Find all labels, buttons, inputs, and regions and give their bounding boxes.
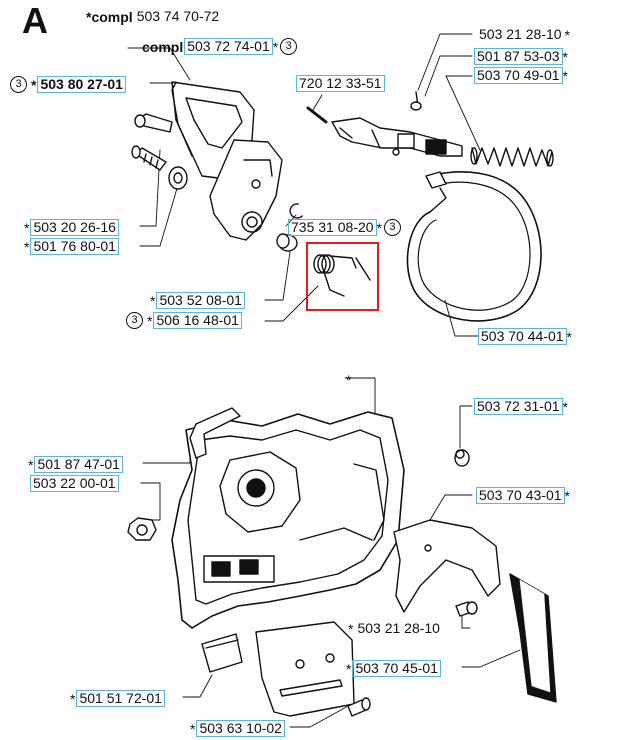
callout-label: compl 503 72 74-01 * 3 — [142, 38, 298, 55]
bushing — [276, 233, 298, 252]
note-3-icon: 3 — [126, 312, 143, 329]
part-number[interactable]: 503 22 00-01 — [30, 475, 119, 492]
callout-label: * 503 63 10-02 — [190, 720, 285, 737]
coil-spring — [470, 147, 554, 167]
part-number[interactable]: 503 70 44-01 — [478, 328, 567, 345]
cover-screw-top — [454, 449, 470, 467]
brake-lever — [331, 117, 463, 157]
callout-label: * 503 20 26-16 — [24, 219, 119, 236]
callout-label: 503 21 28-10 * — [476, 26, 570, 43]
part-number[interactable]: 503 21 28-10 — [479, 26, 562, 42]
part-number[interactable]: 503 20 26-16 — [30, 219, 119, 236]
callout-label: * 501 87 47-01 — [28, 456, 123, 473]
callout-label: 503 70 44-01 * — [478, 328, 572, 345]
callout-label: * 501 76 80-01 — [24, 238, 119, 255]
note-3-icon: 3 — [280, 38, 298, 55]
part-number[interactable]: 503 70 43-01 — [476, 487, 565, 504]
callout-label: 503 70 43-01 * — [476, 487, 570, 504]
cover-plate-right — [393, 519, 501, 613]
part-number[interactable]: 501 51 72-01 — [76, 690, 165, 707]
callout-label: 735 31 08-20 * 3 — [288, 219, 401, 236]
chain-guide-plate — [509, 573, 557, 703]
note-3-icon: 3 — [10, 76, 27, 93]
part-number[interactable]: 503 70 49-01 — [474, 67, 563, 84]
bolt-2 — [131, 145, 167, 171]
note-3-icon: 3 — [383, 219, 401, 236]
screw-small — [410, 91, 422, 111]
part-number[interactable]: 501 87 47-01 — [34, 456, 123, 473]
part-number[interactable]: 503 52 08-01 — [156, 292, 245, 309]
part-number[interactable]: 501 87 53-03 — [474, 48, 563, 65]
part-number[interactable]: 503 63 10-02 — [196, 720, 285, 737]
callout-label: * 503 21 28-10 — [348, 620, 443, 637]
part-number[interactable]: 503 72 74-01 — [184, 38, 273, 55]
rubber-block — [201, 633, 243, 673]
part-number[interactable]: 503 74 70-72 — [136, 8, 220, 24]
part-number[interactable]: 503 72 31-01 — [474, 398, 563, 415]
pin — [306, 106, 328, 124]
plate-screw — [347, 697, 371, 717]
brake-band — [406, 171, 542, 322]
clutch-cover — [171, 411, 405, 629]
callout-label: * 503 52 08-01 — [150, 292, 245, 309]
callout-label: 503 72 31-01 * — [474, 398, 568, 415]
spring-highlighted — [313, 254, 371, 297]
bar-plate — [255, 621, 355, 717]
chain-catcher-bracket — [189, 407, 241, 459]
bolt-1 — [134, 113, 173, 133]
brake-handle — [171, 81, 283, 241]
callout-label: * 501 51 72-01 — [70, 690, 165, 707]
circlip — [289, 203, 303, 219]
washer-nut — [168, 166, 188, 190]
part-number[interactable]: 506 16 48-01 — [153, 312, 242, 329]
part-number[interactable]: 501 76 80-01 — [30, 238, 119, 255]
callout-label: 503 70 49-01 * — [474, 67, 568, 84]
section-letter: A — [22, 0, 48, 41]
callout-label: 720 12 33-51 — [296, 75, 385, 92]
bar-nut — [127, 517, 157, 541]
part-number[interactable]: 503 21 28-10 — [357, 620, 440, 636]
part-number[interactable]: 735 31 08-20 — [288, 219, 377, 236]
callout-label: * — [346, 372, 352, 388]
callout-label: 503 22 00-01 — [30, 475, 119, 492]
callout-label: 3 * 506 16 48-01 — [126, 312, 242, 329]
callout-label: * 503 70 45-01 — [346, 660, 441, 677]
highlighted-spring-box — [306, 242, 379, 311]
part-number[interactable]: 720 12 33-51 — [296, 75, 385, 92]
part-number[interactable]: 503 80 27-01 — [37, 76, 126, 93]
callout-label: 501 87 53-03 * — [474, 48, 568, 65]
callout-label: 3 * 503 80 27-01 — [10, 76, 126, 93]
cover-screw-mid — [455, 601, 478, 617]
leader-lines — [127, 33, 521, 728]
callout-label: *compl 503 74 70-72 — [86, 8, 222, 25]
part-number[interactable]: 503 70 45-01 — [352, 660, 441, 677]
